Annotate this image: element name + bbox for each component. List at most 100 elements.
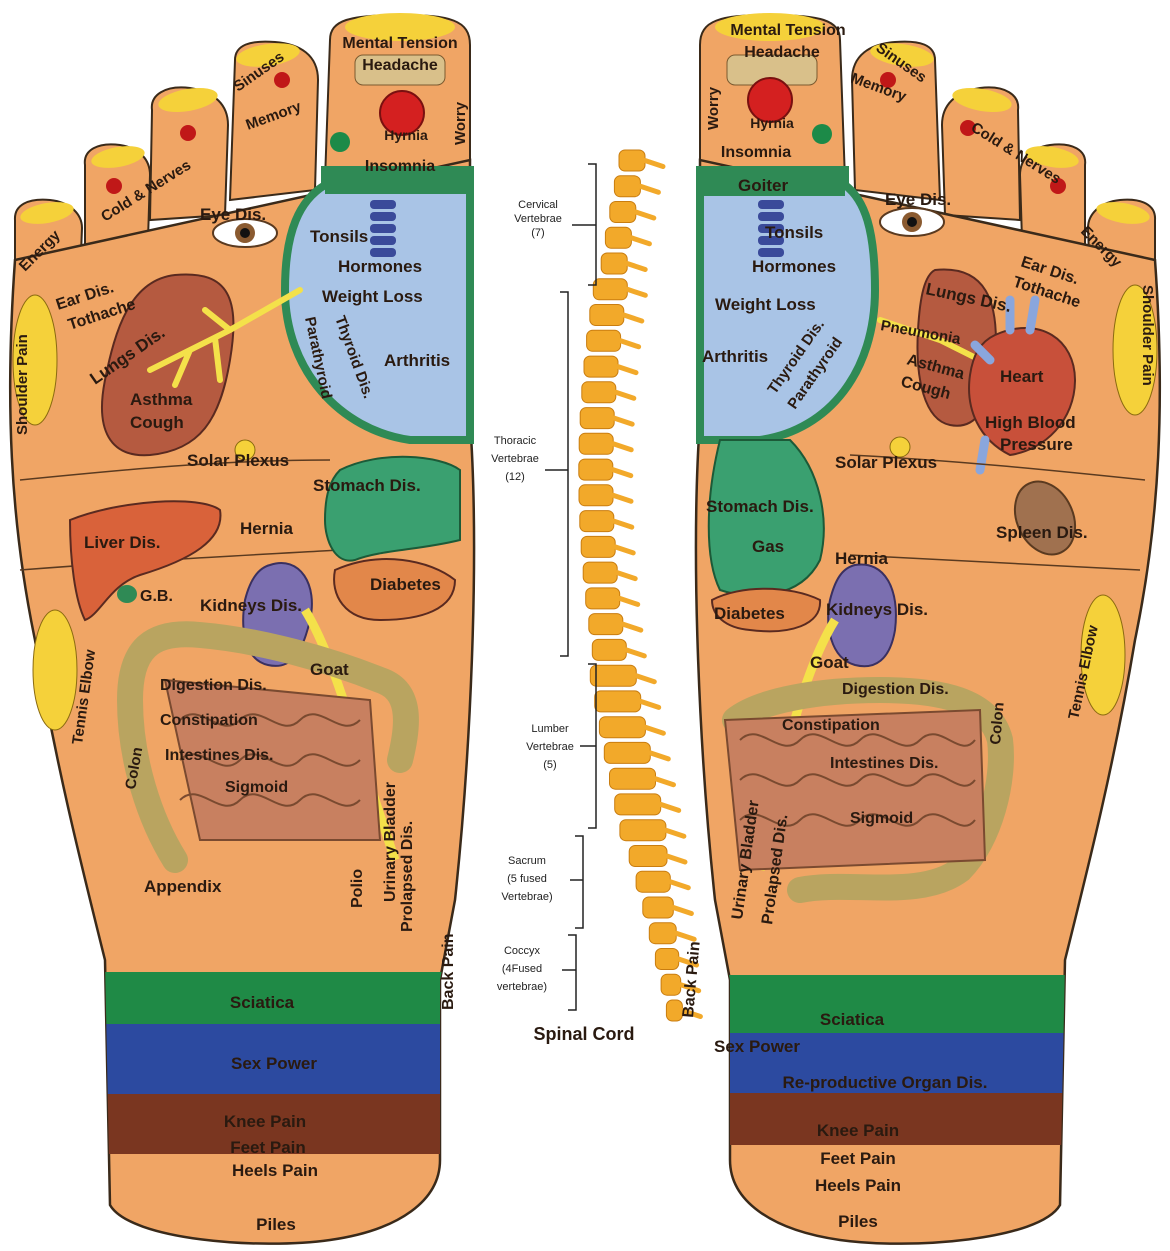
right-kidney xyxy=(827,563,897,668)
label-feet-pain: Feet Pain xyxy=(230,1138,306,1157)
left-second-toe xyxy=(228,40,320,202)
label-piles: Piles xyxy=(256,1215,296,1234)
label-asthma: Asthma xyxy=(130,390,193,409)
heart-icon xyxy=(968,295,1077,475)
vertebra-process xyxy=(617,595,641,607)
vertebra xyxy=(591,638,627,661)
label-solar-plexus: Solar Plexus xyxy=(187,451,289,470)
label-r-constipation: Constipation xyxy=(782,717,880,734)
label-r-goat: Goat xyxy=(810,653,849,672)
vertebra xyxy=(635,870,671,893)
label-eye-dis: Eye Dis. xyxy=(200,205,266,224)
vertebra-process xyxy=(613,389,637,401)
vertebra xyxy=(614,793,662,816)
vertebra xyxy=(604,226,632,249)
vertebra xyxy=(578,432,614,455)
vertebra-process xyxy=(610,441,634,453)
right-knee-band xyxy=(695,1093,1151,1145)
vertebra-process xyxy=(624,261,648,272)
left-fifth-toenail xyxy=(20,202,74,224)
left-insomnia-dot xyxy=(330,132,350,152)
label-shoulder-pain: Shoulder Pain xyxy=(14,334,31,435)
label-polio: Polio xyxy=(349,869,366,908)
label-headache: Headache xyxy=(362,57,438,74)
vertebra-process xyxy=(678,982,702,994)
left-neck-spine xyxy=(370,200,396,257)
right-fifth-toenail xyxy=(1096,202,1150,224)
right-solar-plexus-dot xyxy=(889,436,911,458)
label-spleen-dis: Spleen Dis. xyxy=(996,523,1088,542)
sacrum-line-2: (5 fused xyxy=(507,873,547,885)
right-intestine-coils xyxy=(739,733,976,827)
label-r-kidneys-dis: Kidneys Dis. xyxy=(826,600,928,619)
label-r-insomnia: Insomnia xyxy=(721,144,791,161)
right-spleen xyxy=(1013,480,1077,556)
label-hernia: Hernia xyxy=(240,519,293,538)
vertebra-process xyxy=(667,879,691,891)
left-intestines xyxy=(163,678,382,841)
label-digestion-dis: Digestion Dis. xyxy=(160,677,267,694)
vertebra-process xyxy=(679,1008,703,1019)
left-third-toenail xyxy=(158,87,218,113)
left-solar-plexus-dot xyxy=(234,439,256,461)
left-sinus-dot xyxy=(274,72,290,88)
vertebra-process xyxy=(670,905,694,916)
label-sciatica: Sciatica xyxy=(230,993,295,1012)
vertebra-process xyxy=(647,750,671,762)
label-pressure: Pressure xyxy=(1000,435,1073,454)
label-r-intestines-dis: Intestines Dis. xyxy=(830,755,938,772)
right-neck-spine xyxy=(758,200,784,257)
right-stomach xyxy=(707,439,825,597)
sacrum-line-1: Sacrum xyxy=(508,855,546,867)
right-tennis-elbow-zone xyxy=(1080,594,1126,716)
vertebra-process xyxy=(638,698,662,710)
vertebra-process xyxy=(620,621,644,633)
vertebra-process xyxy=(633,673,657,685)
vertebra xyxy=(600,252,628,275)
vertebra xyxy=(588,613,624,636)
label-hormones: Hormones xyxy=(338,257,422,276)
label-r-hernia: Hernia xyxy=(835,549,888,568)
thoracic-line-1: Thoracic xyxy=(494,435,537,447)
cervical-line-3: (7) xyxy=(531,227,544,239)
label-r-mental-tension: Mental Tension xyxy=(730,22,845,39)
vertebra-process xyxy=(612,544,636,556)
label-appendix: Appendix xyxy=(144,877,222,896)
right-sciatica-band xyxy=(695,975,1151,1033)
label-sigmoid: Sigmoid xyxy=(225,779,288,796)
left-tennis-elbow-zone xyxy=(32,609,78,731)
vertebra xyxy=(579,510,615,533)
label-liver-dis: Liver Dis. xyxy=(84,533,161,552)
label-r-piles: Piles xyxy=(838,1212,878,1231)
label-r-back-pain: Back Pain xyxy=(680,941,704,1019)
right-thyroid-region xyxy=(696,166,880,444)
label-r-hyrnia: Hyrnia xyxy=(750,115,794,131)
vertebra-process xyxy=(642,158,666,169)
label-r-sigmoid: Sigmoid xyxy=(850,810,913,827)
label-reproductive: Re-productive Organ Dis. xyxy=(783,1073,988,1092)
right-foot xyxy=(694,13,1162,1245)
label-r-knee-pain: Knee Pain xyxy=(817,1121,899,1140)
right-diaphragm-line xyxy=(849,454,1146,481)
right-fourth-toe xyxy=(1018,143,1087,247)
label-mental-tension: Mental Tension xyxy=(342,35,457,52)
right-second-toe xyxy=(850,40,942,202)
left-foot xyxy=(8,13,476,1245)
label-arthritis: Arthritis xyxy=(384,351,450,370)
left-energy-dot xyxy=(106,178,122,194)
vertebra-process xyxy=(663,827,687,839)
label-r-solar-plexus: Solar Plexus xyxy=(835,453,937,472)
vertebra-process xyxy=(615,364,639,376)
label-goat: Goat xyxy=(310,660,349,679)
lumber-line-1: Lumber xyxy=(531,723,569,735)
left-intestine-coils xyxy=(179,713,361,807)
right-shoulder-zone xyxy=(1112,284,1158,416)
vertebra xyxy=(654,948,680,970)
left-shoulder-zone xyxy=(12,294,58,426)
vertebra-process xyxy=(653,776,676,788)
right-energy-dot xyxy=(1050,178,1066,194)
label-intestines-dis: Intestines Dis. xyxy=(165,747,273,764)
label-r-sex-power: Sex Power xyxy=(714,1037,800,1056)
cervical-line-1: Cervical xyxy=(518,199,558,211)
